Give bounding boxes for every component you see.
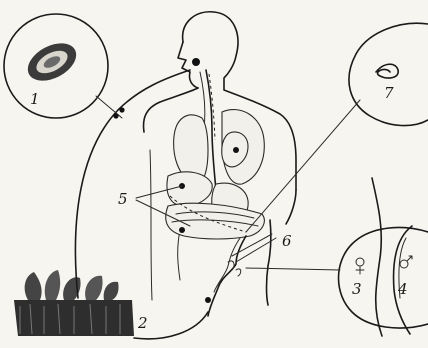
label-1: 1 xyxy=(30,90,40,108)
inset-egg xyxy=(4,14,108,118)
label-2: 2 xyxy=(137,314,148,332)
adult-inset-leader xyxy=(246,268,340,270)
female-worm xyxy=(372,178,382,336)
internal-organs xyxy=(166,58,265,316)
label-3: 3 xyxy=(352,280,362,298)
egg-path-dot-1 xyxy=(113,113,118,118)
plant-5 xyxy=(104,282,119,300)
heart-dot xyxy=(233,147,239,153)
label-6: 6 xyxy=(282,232,292,250)
soil-with-plants xyxy=(14,270,134,336)
inset-adult-worms xyxy=(339,178,428,336)
larva-inset-leader xyxy=(246,100,360,232)
larva-body xyxy=(376,64,398,78)
egg-path-dot-2 xyxy=(119,107,124,112)
label-5: 5 xyxy=(118,190,128,208)
label-7: 7 xyxy=(384,84,394,102)
mouth-dot xyxy=(192,58,200,66)
inset-adult-circle xyxy=(339,228,428,328)
inset-larva xyxy=(349,23,428,125)
left-hip-line xyxy=(178,230,180,280)
female-symbol xyxy=(356,258,364,274)
plant-2 xyxy=(45,270,60,300)
right-hip-outline xyxy=(267,220,271,305)
right-torso-outline xyxy=(286,190,296,224)
intestine-dot xyxy=(179,227,185,233)
plant-4 xyxy=(85,276,102,300)
colon xyxy=(208,236,246,316)
label-4: 4 xyxy=(397,280,408,298)
liver xyxy=(167,172,212,206)
worms-in-intestine xyxy=(228,261,241,276)
inset-larva-circle xyxy=(349,23,428,125)
plant-1 xyxy=(25,272,42,300)
male-symbol xyxy=(400,256,412,268)
left-torso-line xyxy=(150,150,152,300)
human-figure xyxy=(144,12,296,305)
anus-dot xyxy=(205,297,211,303)
